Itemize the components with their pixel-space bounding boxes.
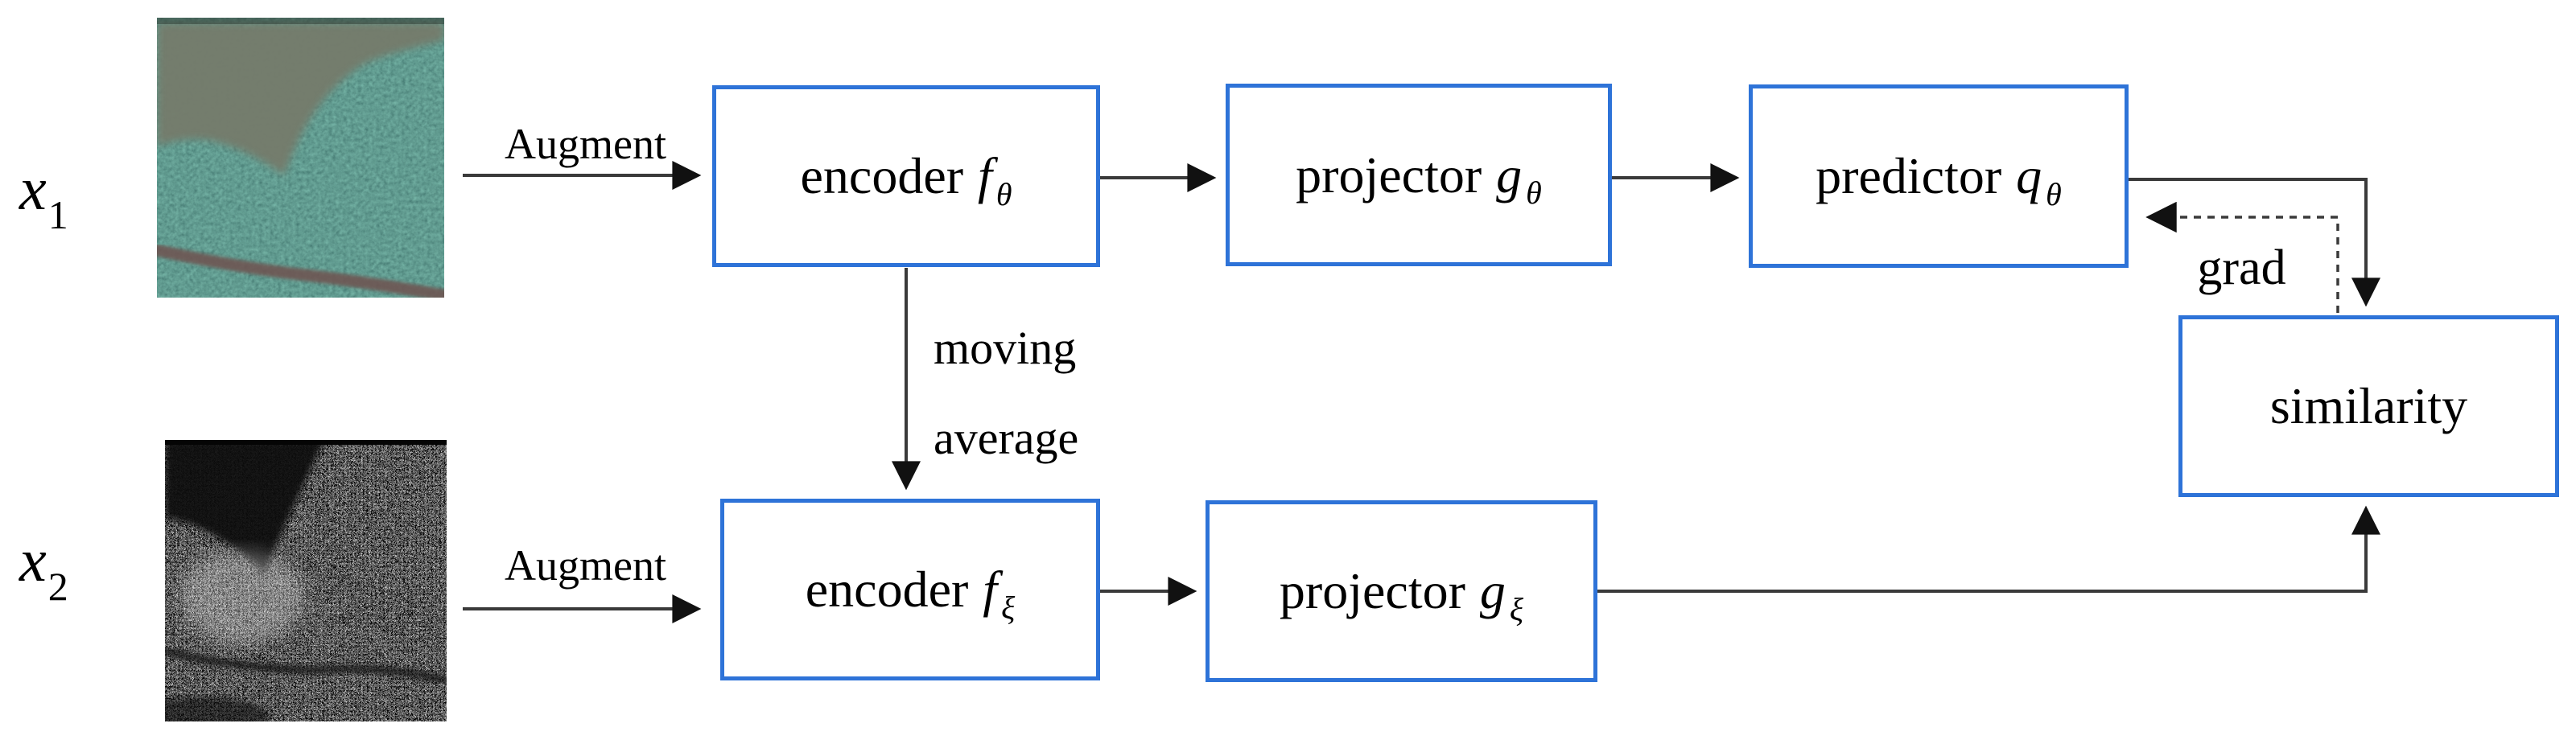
- projector-online-symbol: g: [1496, 146, 1523, 203]
- projector-online-subscript: θ: [1526, 175, 1542, 211]
- predictor-subscript: θ: [2046, 175, 2062, 212]
- encoder-online-label: encoder: [800, 147, 964, 204]
- projector-target-label: projector: [1279, 562, 1465, 619]
- x1-subscript: 1: [47, 192, 68, 237]
- x2-base: x: [19, 527, 47, 594]
- dark-wedge-region: [165, 440, 324, 573]
- predictor-symbol: q: [2016, 147, 2042, 204]
- grad-label: grad: [2197, 240, 2286, 295]
- input-label-x1: x1: [19, 154, 68, 237]
- clearing-region: [157, 23, 444, 175]
- road-feature: [150, 243, 450, 302]
- x1-base: x: [19, 155, 47, 223]
- bright-backscatter-region: [179, 550, 304, 643]
- encoder-target-symbol: f: [983, 561, 998, 618]
- edge-projector-target-to-similarity: [1597, 505, 2380, 593]
- projector-target-subscript: ξ: [1509, 590, 1524, 627]
- sar-satellite-image-x2: [133, 440, 452, 738]
- image-top-edge: [165, 440, 447, 445]
- optical-satellite-image-x1: [150, 18, 450, 302]
- sar-satellite-image-canvas: [133, 440, 452, 738]
- moving-average-label-line1: moving: [934, 322, 1077, 374]
- encoder-online-symbol: f: [978, 147, 992, 204]
- encoder-online-subscript: θ: [995, 175, 1012, 212]
- dark-streak-feature: [159, 647, 452, 685]
- projector-online-label: projector: [1296, 146, 1482, 203]
- moving-average-label-line2: average: [934, 412, 1079, 464]
- optical-satellite-image-canvas: [150, 18, 450, 302]
- predictor-label: predictor: [1816, 147, 2002, 204]
- node-similarity: similarity: [2178, 315, 2559, 497]
- similarity-label: similarity: [2269, 377, 2468, 434]
- encoder-target-label: encoder: [805, 561, 969, 618]
- image-top-edge: [157, 18, 444, 24]
- augment-label-bottom: Augment: [505, 541, 666, 590]
- projector-target-symbol: g: [1479, 562, 1506, 619]
- input-label-x2: x2: [19, 526, 68, 609]
- x2-subscript: 2: [47, 564, 68, 609]
- augment-label-top: Augment: [505, 120, 666, 168]
- encoder-target-subscript: ξ: [1001, 589, 1016, 626]
